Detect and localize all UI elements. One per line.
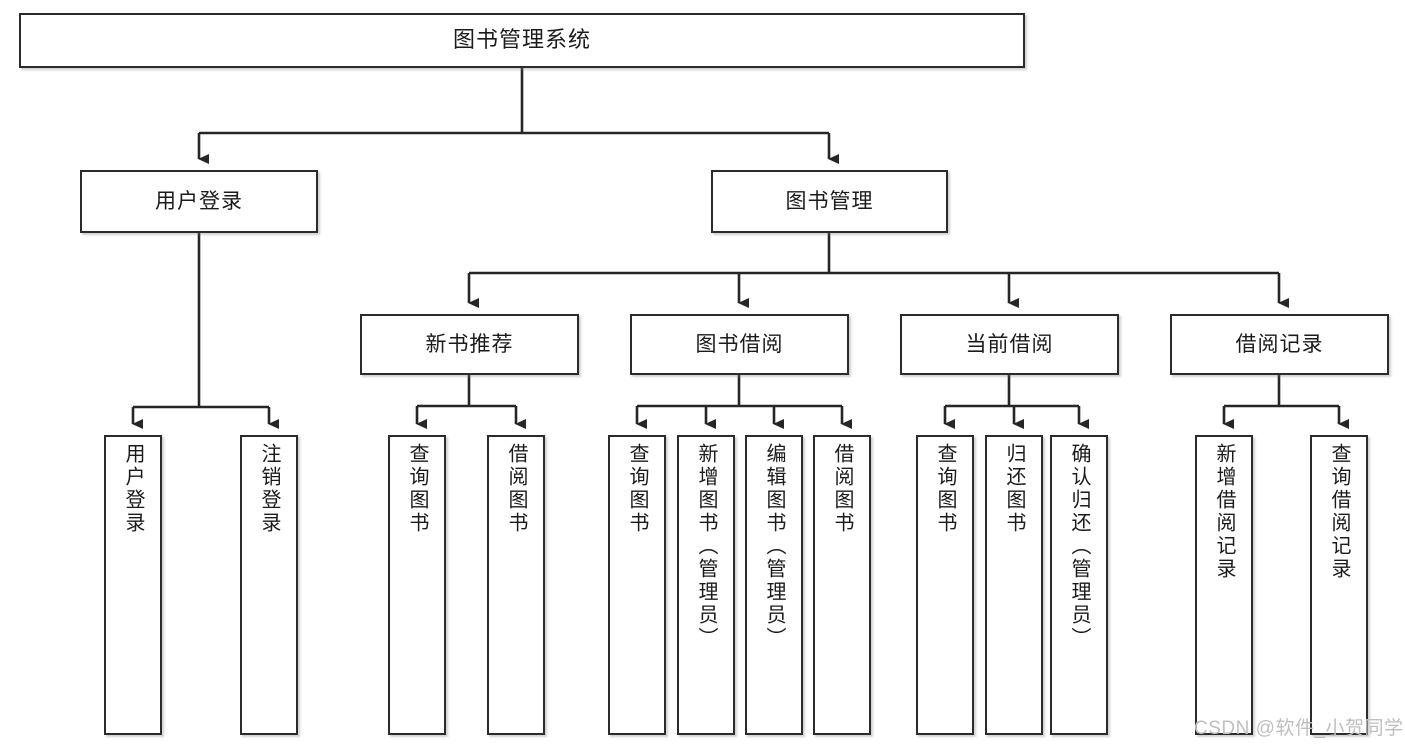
- node-label: 查询图书: [406, 443, 428, 535]
- node-leaf-query-record[interactable]: 查询借阅记录: [1310, 435, 1368, 735]
- node-label: 查询图书: [934, 443, 956, 535]
- node-label: 新书推荐: [425, 332, 514, 356]
- node-leaf-query-book-b[interactable]: 查询图书: [608, 435, 666, 735]
- node-label: 归还图书: [1003, 443, 1025, 535]
- node-leaf-borrow-book-a[interactable]: 借阅图书: [487, 435, 545, 735]
- node-label: 借阅记录: [1235, 332, 1324, 356]
- node-label: 当前借阅: [965, 332, 1054, 356]
- node-label: 用户登录: [155, 189, 243, 213]
- node-leaf-query-book-c[interactable]: 查询图书: [916, 435, 974, 735]
- node-borrow-record[interactable]: 借阅记录: [1170, 314, 1389, 375]
- node-book-manage[interactable]: 图书管理: [711, 170, 948, 233]
- node-leaf-logout[interactable]: 注销登录: [240, 435, 298, 735]
- node-leaf-user-login[interactable]: 用户登录: [104, 435, 162, 735]
- node-leaf-borrow-book-b[interactable]: 借阅图书: [813, 435, 871, 735]
- node-label: 注销登录: [258, 443, 280, 535]
- node-leaf-return-book[interactable]: 归还图书: [985, 435, 1043, 735]
- node-label: 借阅图书: [831, 443, 853, 535]
- node-root[interactable]: 图书管理系统: [19, 13, 1025, 68]
- node-book-borrow[interactable]: 图书借阅: [630, 314, 849, 375]
- node-label: 用户登录: [122, 443, 144, 535]
- watermark-text: CSDN @软件_小贺同学: [1194, 718, 1404, 739]
- node-new-book-recommend[interactable]: 新书推荐: [360, 314, 579, 375]
- node-leaf-confirm-return[interactable]: 确认归还（管理员）: [1050, 435, 1108, 735]
- node-label: 确认归还（管理员）: [1068, 443, 1090, 650]
- node-leaf-add-record[interactable]: 新增借阅记录: [1195, 435, 1253, 735]
- node-leaf-edit-book[interactable]: 编辑图书（管理员）: [745, 435, 803, 735]
- node-label: 新增借阅记录: [1213, 443, 1235, 581]
- node-label: 编辑图书（管理员）: [763, 443, 785, 650]
- node-label: 查询图书: [626, 443, 648, 535]
- node-label: 借阅图书: [505, 443, 527, 535]
- node-leaf-add-book[interactable]: 新增图书（管理员）: [677, 435, 735, 735]
- node-label: 新增图书（管理员）: [695, 443, 717, 650]
- node-label: 查询借阅记录: [1328, 443, 1350, 581]
- node-current-borrow[interactable]: 当前借阅: [900, 314, 1119, 375]
- node-label: 图书管理: [785, 189, 874, 213]
- node-leaf-query-book-a[interactable]: 查询图书: [388, 435, 446, 735]
- node-user-login[interactable]: 用户登录: [80, 170, 318, 233]
- node-label: 图书管理系统: [452, 27, 591, 53]
- node-label: 图书借阅: [695, 332, 784, 356]
